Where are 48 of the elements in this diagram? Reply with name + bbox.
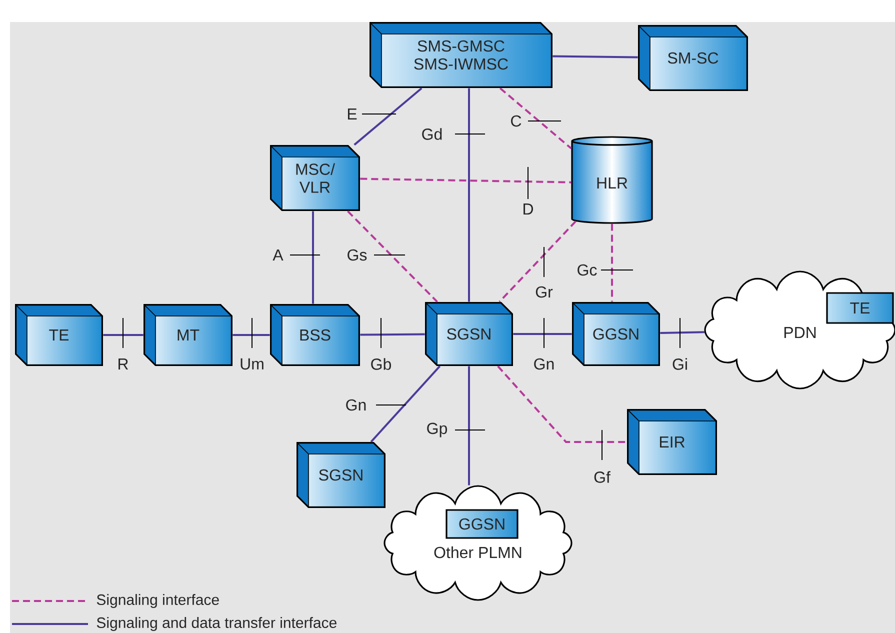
network-box: BSS: [270, 304, 360, 366]
connector-line: [354, 87, 422, 146]
network-box: GGSN: [572, 302, 660, 366]
edge-label: Gb: [371, 358, 391, 370]
dashed-line: [500, 87, 572, 150]
network-box: SMS-GMSC SMS-IWMSC: [370, 22, 552, 88]
legend-text: Signaling interface: [96, 594, 219, 608]
connector-line: [660, 331, 704, 334]
connector-line: [360, 333, 425, 336]
edge-label: Gd: [422, 128, 442, 140]
connector-line: [103, 334, 144, 336]
edge-label: Gp: [427, 422, 447, 438]
dashed-line: [498, 220, 577, 302]
edge-label: Gf: [594, 471, 610, 483]
connector-line: [468, 88, 470, 302]
network-box: TE: [15, 304, 103, 366]
edge-label: Gn: [534, 358, 554, 370]
network-box: GGSN: [446, 509, 518, 539]
network-box: EIR: [627, 409, 717, 475]
edge-label: D: [524, 204, 534, 214]
network-box: TE: [826, 292, 894, 324]
dashed-line: [497, 366, 627, 443]
network-box: MSC/ VLR: [270, 145, 360, 211]
connector-line: [468, 366, 470, 486]
dashed-line: [347, 210, 438, 302]
connector-line: [370, 366, 441, 442]
edge-label: Gc: [578, 264, 597, 276]
edge-label: A: [272, 250, 284, 260]
dashed-line: [611, 224, 613, 302]
network-box: SGSN: [425, 302, 513, 366]
network-box: SM-SC: [638, 25, 748, 91]
edge-label: C: [511, 115, 522, 127]
edge-label: Gn: [346, 399, 366, 411]
network-box: SGSN: [296, 442, 386, 508]
database-cylinder: HLR: [571, 136, 653, 224]
network-box: MT: [144, 304, 232, 366]
edge-label: Gr: [536, 286, 553, 298]
edge-label: Gi: [672, 358, 687, 370]
connector-line: [312, 211, 314, 304]
legend-text: Signaling and data transfer interface: [96, 617, 336, 631]
dashed-line: [360, 178, 572, 184]
connector-line: [552, 55, 638, 58]
connector-line: [232, 334, 270, 336]
edge-label: R: [118, 358, 128, 370]
edge-label: Gs: [348, 249, 367, 261]
edge-label: E: [348, 108, 357, 120]
connector-line: [513, 333, 572, 335]
edge-label: Um: [240, 358, 264, 370]
